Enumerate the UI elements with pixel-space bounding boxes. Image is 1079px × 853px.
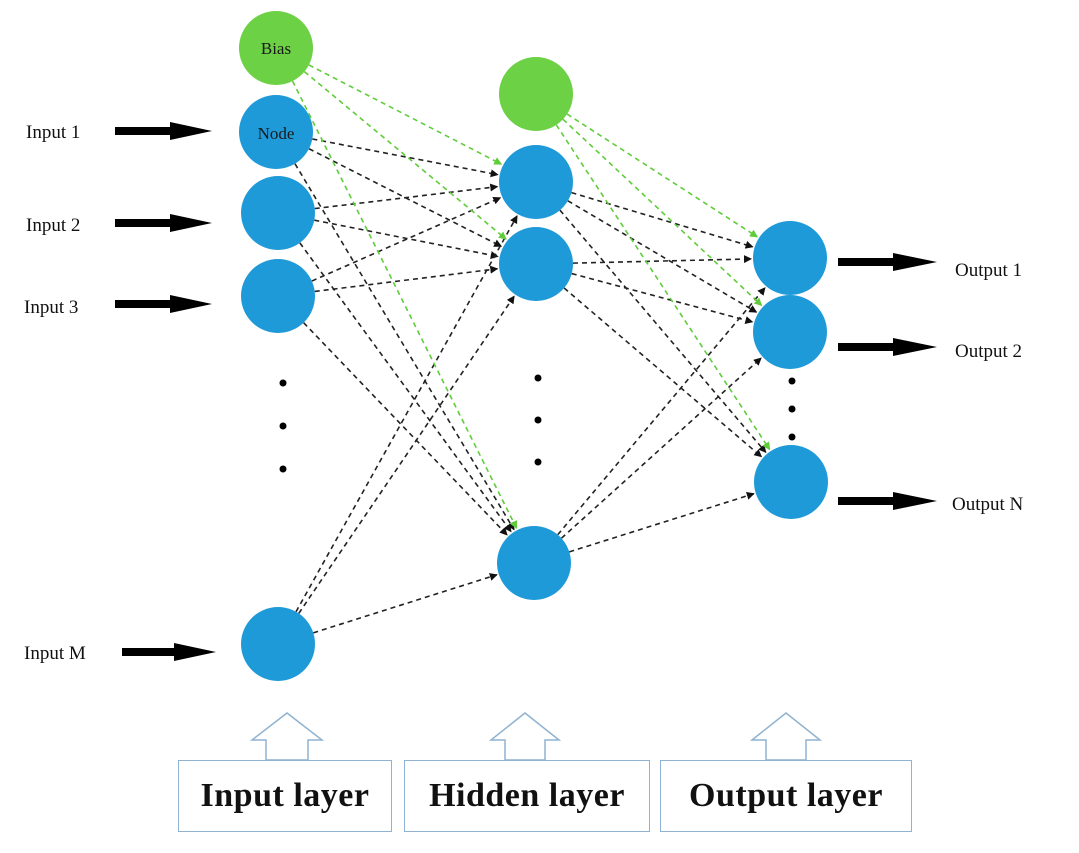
weight-connection-line [563,287,763,458]
input-arrow-2 [115,214,212,232]
weight-connection-line [569,492,755,553]
bias-connection-line [291,80,518,530]
input-ellipsis-dot [279,379,287,387]
bias-connection-line [308,64,503,165]
weight-connection-line [313,573,498,634]
ellipsis-dots [279,374,796,473]
bias-connection-line [555,124,771,451]
output-label-1: Output 1 [955,260,1022,281]
output-layer-pointer-arrow [749,712,823,761]
input-neuron-3 [241,259,315,333]
output-neuron-2 [753,295,827,369]
input-label-m: Input M [24,643,86,664]
weight-connection-line [299,242,512,533]
neurons [239,11,828,681]
weight-connection-line [571,272,754,324]
hidden-ellipsis-dot [534,416,542,424]
weight-connection-line [314,183,499,210]
input-layer-box: Input layer [178,760,392,832]
weight-connection-line [557,287,766,536]
output-arrow-n [838,492,937,510]
output-arrows [838,253,937,510]
input-ellipsis-dot [279,465,287,473]
weight-connection-line [572,255,753,264]
output-ellipsis-dot [788,405,796,413]
hidden-ellipsis-dot [534,374,542,382]
weight-connection-line [314,265,499,293]
output-layer-label: Output layer [689,777,883,814]
bias-connection-line [303,71,507,240]
input-label-2: Input 2 [26,215,80,236]
hidden-bias-neuron [499,57,573,131]
weight-connection-line [311,196,502,282]
weight-connection-line [567,200,758,313]
input-arrow-m [122,643,216,661]
output-label-n: Output N [952,494,1024,515]
input-label-1: Input 1 [26,122,80,143]
layer-pointers [249,712,823,761]
input-layer-pointer-arrow [249,712,325,761]
output-neuron-n [754,445,828,519]
input-bias-neuron [239,11,313,85]
output-arrow-2 [838,338,937,356]
weight-connection-line [559,209,767,454]
node-label: Node [258,124,295,143]
hidden-neuron-1 [499,145,573,219]
input-neuron-2 [241,176,315,250]
hidden-layer-box: Hidden layer [404,760,650,832]
input-neuron-1 [239,95,313,169]
bias-connection-line [566,113,759,238]
weight-connection-line [314,219,499,260]
hidden-ellipsis-dot [534,458,542,466]
bias-label: Bias [261,39,291,58]
weight-connections [294,138,767,634]
weight-connection-line [560,357,762,539]
output-neuron-1 [753,221,827,295]
input-layer-label: Input layer [200,777,370,814]
weight-connection-line [303,322,508,536]
hidden-neuron-2 [499,227,573,301]
weight-connection-line [294,163,515,531]
input-arrow-1 [115,122,212,140]
output-layer-box: Output layer [660,760,912,832]
bias-connections [291,64,771,530]
weight-connection-line [571,191,754,249]
weight-connection-line [298,295,515,614]
output-arrow-1 [838,253,937,271]
input-neuron-m [241,607,315,681]
output-ellipsis-dot [788,433,796,441]
weight-connection-line [295,215,518,613]
input-arrows [115,122,216,661]
input-label-3: Input 3 [24,297,78,318]
input-ellipsis-dot [279,422,287,430]
weight-connection-line [312,138,499,178]
output-ellipsis-dot [788,377,796,385]
hidden-neuron-n [497,526,571,600]
output-label-2: Output 2 [955,341,1022,362]
hidden-layer-pointer-arrow [488,712,562,761]
hidden-layer-label: Hidden layer [429,777,625,814]
input-arrow-3 [115,295,212,313]
bias-connection-line [562,118,763,307]
